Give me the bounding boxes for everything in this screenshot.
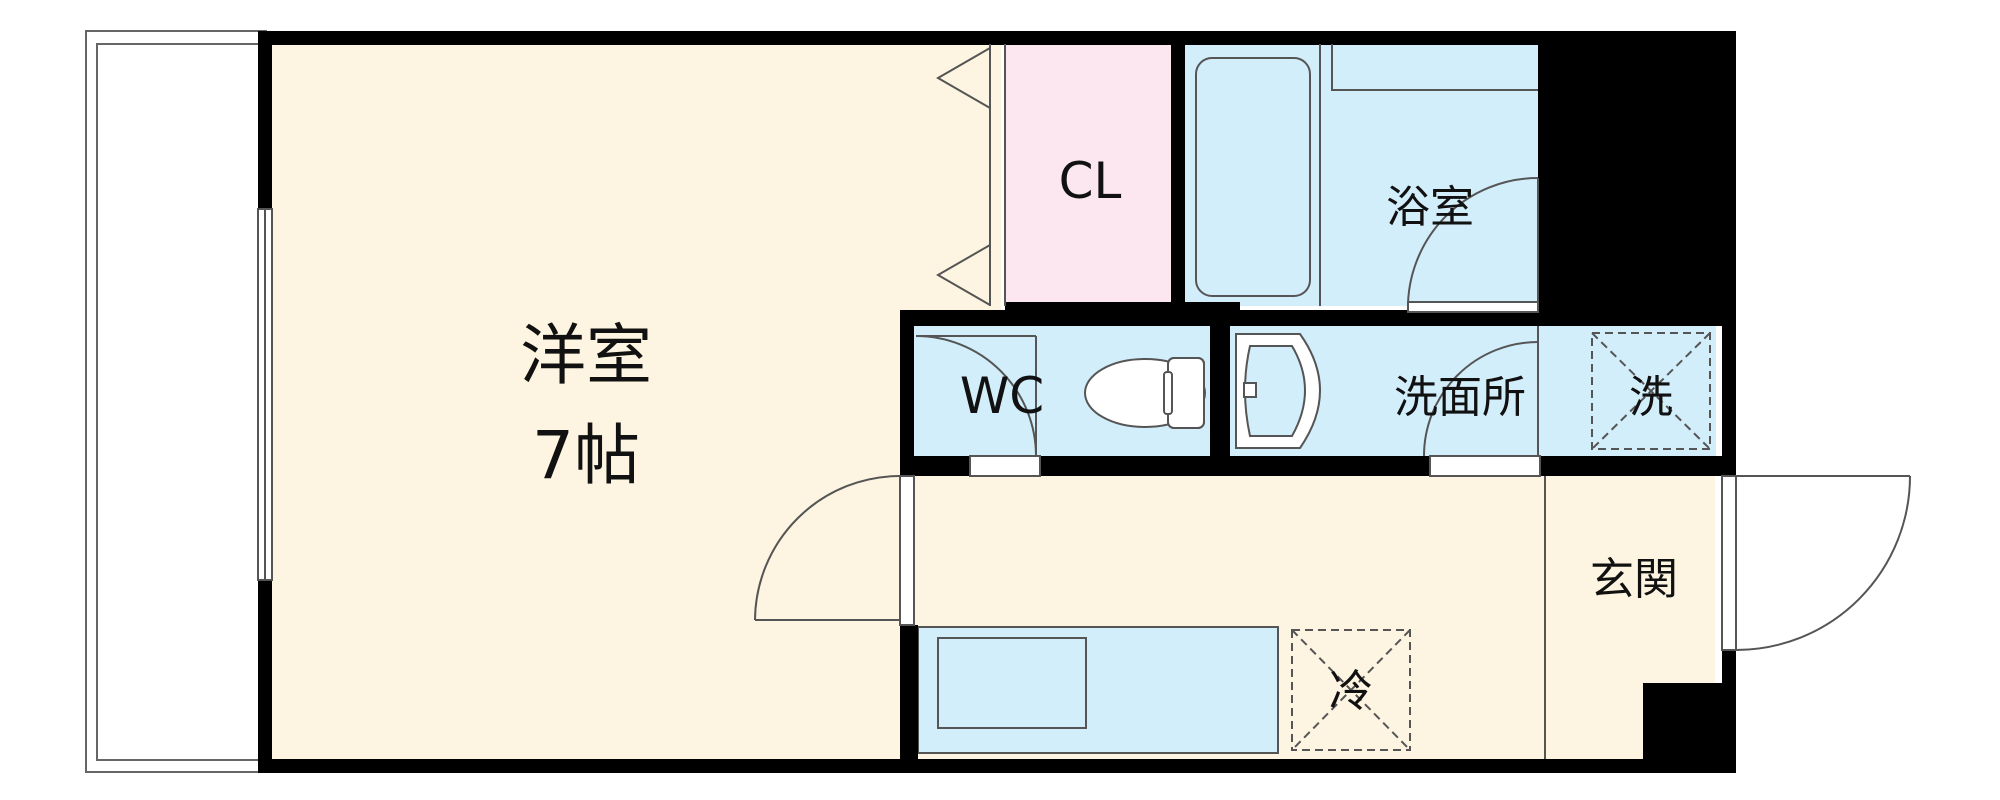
- balcony: [85, 30, 267, 773]
- washroom-label: 洗面所: [1394, 372, 1526, 423]
- bathroom-label: 浴室: [1386, 182, 1474, 233]
- bathroom-door: [1406, 177, 1539, 313]
- walls: [258, 31, 1736, 773]
- refrigerator-space: [1291, 629, 1411, 751]
- kitchen-sink: [937, 637, 1087, 729]
- closet-label: CL: [1059, 152, 1122, 210]
- window: [257, 208, 273, 581]
- closet-folding-doors: [935, 44, 1006, 306]
- wc-door: [915, 335, 1041, 477]
- western-room-size: 7帖: [532, 417, 640, 494]
- toilet-label: WC: [960, 367, 1044, 425]
- refrigerator-label: 冷: [1329, 666, 1373, 717]
- toilet-fixture: [1084, 357, 1206, 429]
- laundry-label: 洗: [1629, 372, 1673, 423]
- washroom-door: [1423, 326, 1541, 477]
- entrance-door: [1721, 475, 1911, 651]
- entrance-label: 玄関: [1590, 554, 1678, 605]
- closet-floor: [1005, 44, 1171, 306]
- western-room-floor: [266, 44, 1001, 760]
- washing-machine-space: [1591, 332, 1711, 450]
- western-room-name: 洋室: [520, 317, 652, 394]
- room-door: [754, 475, 915, 626]
- wash-basin: [1235, 333, 1321, 449]
- bathtub: [1195, 44, 1538, 306]
